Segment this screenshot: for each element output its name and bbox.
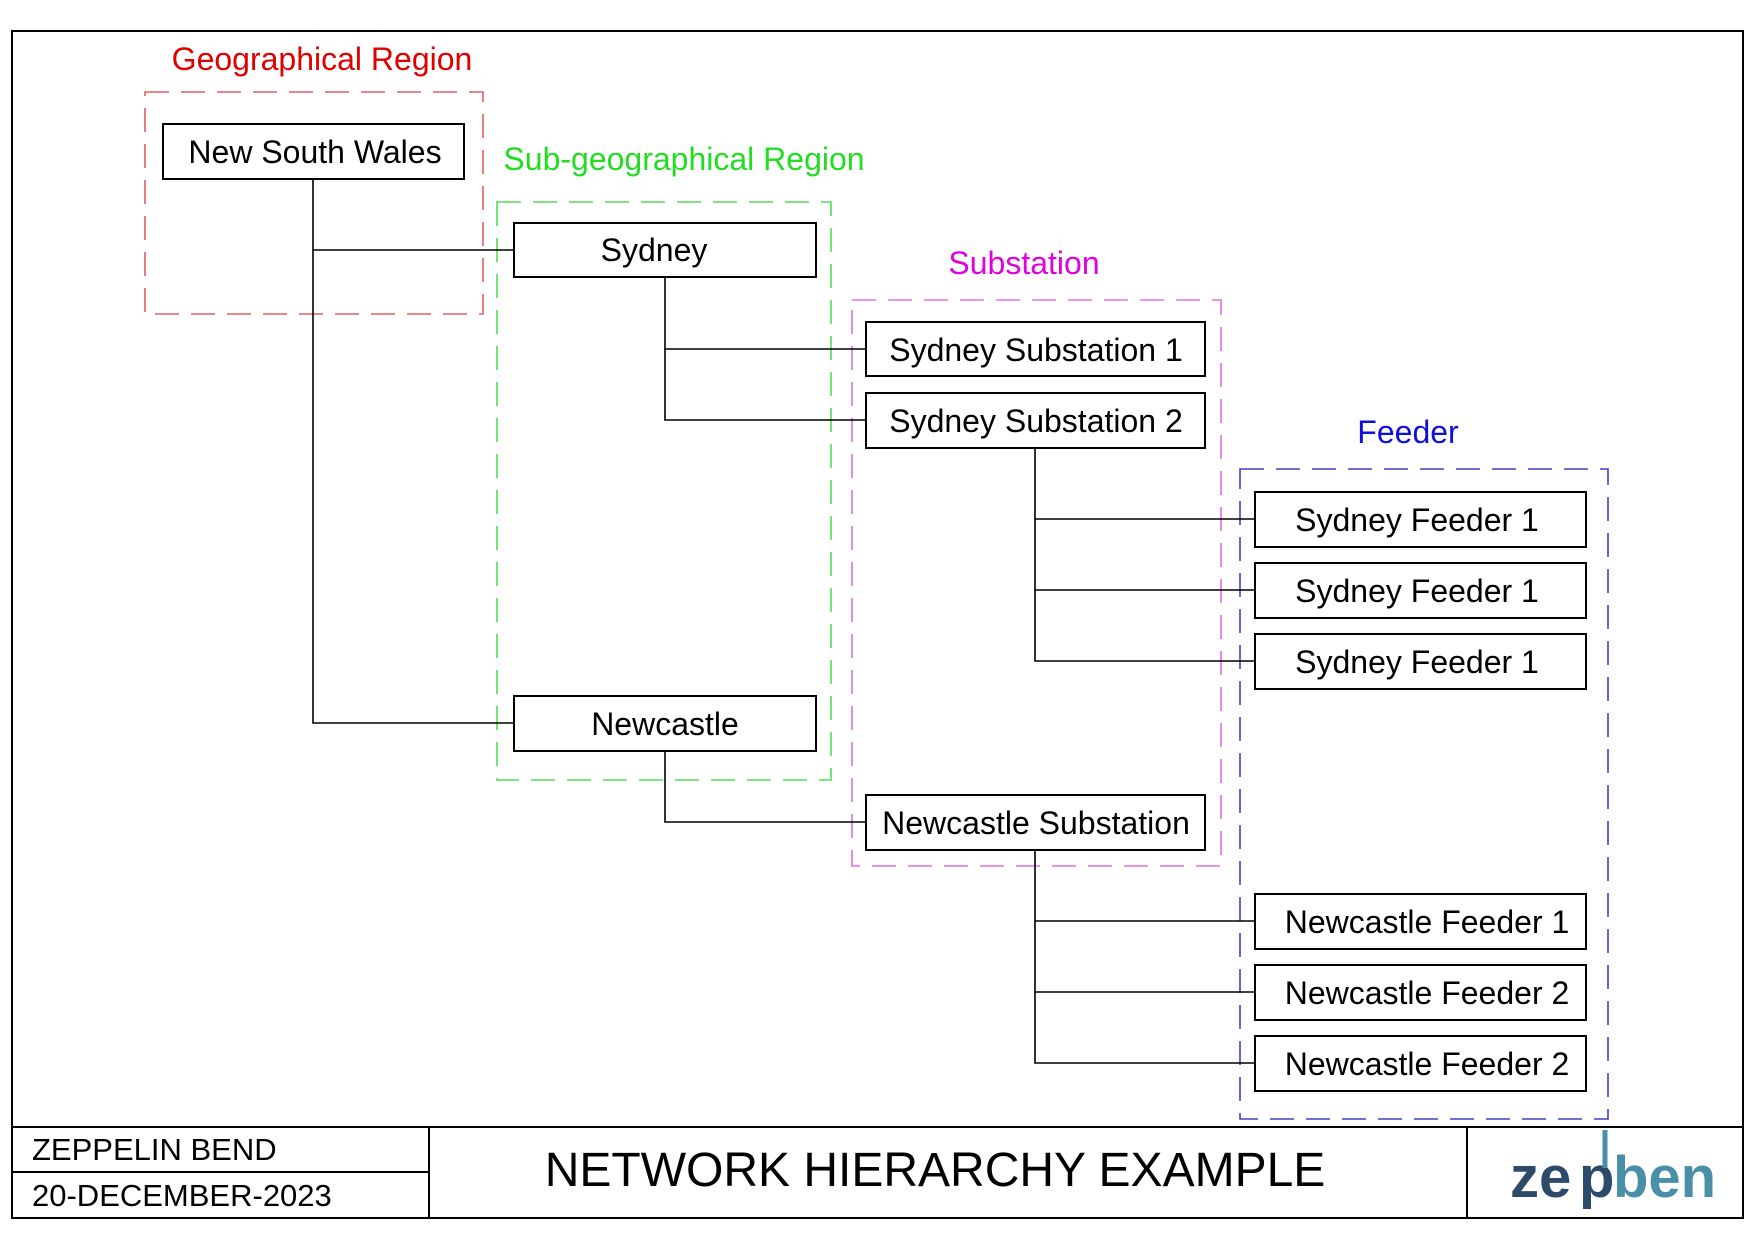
node-sydney-feeder-b: Sydney Feeder 1: [1254, 562, 1587, 619]
drawing-border: [11, 30, 1744, 1219]
node-label: Sydney Feeder 1: [1295, 644, 1539, 680]
node-label: Sydney Substation 2: [889, 403, 1183, 439]
node-newcastle-feeder-2a: Newcastle Feeder 2: [1254, 964, 1587, 1021]
zepben-logo: ze p ben: [1510, 1130, 1716, 1210]
connector-sydney-feeder-b: [1034, 519, 1255, 591]
node-label: Sydney Substation 1: [889, 332, 1183, 368]
node-sydney: Sydney: [513, 222, 817, 278]
connector-sydney-substation-1: [664, 277, 866, 350]
node-newcastle-feeder-2b: Newcastle Feeder 2: [1254, 1035, 1587, 1092]
company-name: ZEPPELIN BEND: [32, 1132, 277, 1167]
svg-text:p: p: [1579, 1145, 1614, 1210]
node-label: Sydney Feeder 1: [1295, 573, 1539, 609]
sub-geographical-region-label: Sub-geographical Region: [503, 141, 864, 177]
node-label: Newcastle Feeder 2: [1285, 975, 1570, 1011]
svg-text:ben: ben: [1613, 1145, 1716, 1210]
connector-sydney-substation-2: [664, 349, 866, 421]
node-label: Newcastle Substation: [882, 805, 1190, 841]
node-label: New South Wales: [188, 134, 441, 170]
svg-text:ze: ze: [1510, 1145, 1571, 1210]
node-label: Sydney: [601, 232, 708, 268]
drawing-title: NETWORK HIERARCHY EXAMPLE: [545, 1144, 1326, 1197]
feeder-frame: [1239, 468, 1609, 1120]
substation-frame: [851, 299, 1222, 867]
connector-newcastle-feeder-1: [1034, 850, 1255, 922]
connector-newcastle-substation: [664, 751, 866, 823]
connector-newcastle-feeder-2a: [1034, 921, 1255, 993]
drawing-date: 20-DECEMBER-2023: [32, 1178, 332, 1213]
node-label: Sydney Feeder 1: [1295, 502, 1539, 538]
geographical-region-label: Geographical Region: [172, 41, 473, 77]
node-newcastle-substation: Newcastle Substation: [865, 794, 1206, 851]
connector-sydney-feeder-a: [1034, 448, 1255, 520]
connectors: [312, 179, 1255, 1064]
geographical-region-frame: [144, 91, 484, 315]
title-block: ZEPPELIN BEND 20-DECEMBER-2023 NETWORK H…: [12, 1126, 1743, 1218]
sub-geographical-region-frame: [496, 201, 832, 781]
node-newcastle: Newcastle: [513, 695, 817, 752]
node-sydney-feeder-c: Sydney Feeder 1: [1254, 633, 1587, 690]
connector-nsw-sydney: [312, 179, 514, 251]
node-label: Newcastle Feeder 1: [1285, 904, 1570, 940]
node-label: Newcastle: [591, 706, 739, 742]
substation-label: Substation: [948, 245, 1099, 281]
node-label: Newcastle Feeder 2: [1285, 1046, 1570, 1082]
node-sydney-substation-2: Sydney Substation 2: [865, 392, 1206, 449]
node-new-south-wales: New South Wales: [162, 123, 465, 180]
node-sydney-feeder-a: Sydney Feeder 1: [1254, 491, 1587, 548]
node-newcastle-feeder-1: Newcastle Feeder 1: [1254, 893, 1587, 950]
connector-sydney-feeder-c: [1034, 590, 1255, 662]
feeder-label: Feeder: [1357, 414, 1459, 450]
node-sydney-substation-1: Sydney Substation 1: [865, 321, 1206, 377]
connector-newcastle-feeder-2b: [1034, 992, 1255, 1064]
connector-nsw-newcastle: [312, 250, 514, 724]
